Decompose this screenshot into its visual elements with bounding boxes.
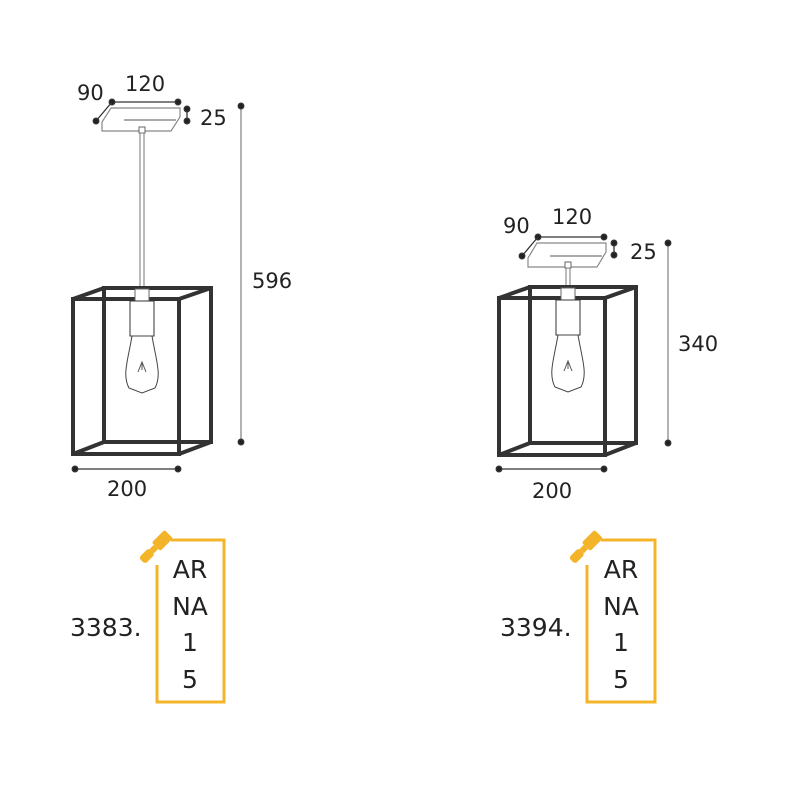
finish-tag-3394: 3394. AR NA 1 5: [500, 529, 657, 704]
dim-depth: 90: [77, 81, 104, 105]
bulb-socket: [129, 300, 155, 337]
lamp-3394-drawing: 90 120 25 340 200: [495, 205, 718, 503]
paint-brush-icon: [138, 529, 173, 565]
finish-line: 5: [613, 665, 629, 694]
dim-total-height: 596: [252, 269, 292, 293]
cage-frame: [71, 286, 213, 456]
finish-line: AR: [604, 555, 638, 584]
dim-width: 200: [532, 479, 572, 503]
dim-width: 200: [107, 477, 147, 501]
cage-frame: [497, 285, 638, 457]
finish-line: 1: [613, 628, 629, 657]
finish-line: NA: [172, 592, 208, 621]
dim-total-height: 340: [678, 332, 718, 356]
product-code: 3383.: [70, 613, 142, 642]
rod: [139, 132, 145, 291]
bulb-socket: [555, 299, 581, 336]
finish-line: 1: [182, 628, 198, 657]
paint-brush-icon: [568, 529, 603, 565]
dim-canopy-width: 120: [552, 205, 592, 229]
lamp-3383-drawing: 90 120 25 596 200: [71, 72, 292, 501]
finish-line: 5: [182, 665, 198, 694]
canopy: [527, 242, 607, 268]
dim-depth: 90: [503, 214, 530, 238]
finish-line: NA: [603, 592, 639, 621]
dim-canopy-height: 25: [630, 240, 657, 264]
product-code: 3394.: [500, 613, 572, 642]
dim-canopy-height: 25: [200, 106, 227, 130]
finish-tag-3383: 3383. AR NA 1 5: [70, 529, 226, 704]
dim-canopy-width: 120: [125, 72, 165, 96]
finish-line: AR: [173, 555, 207, 584]
